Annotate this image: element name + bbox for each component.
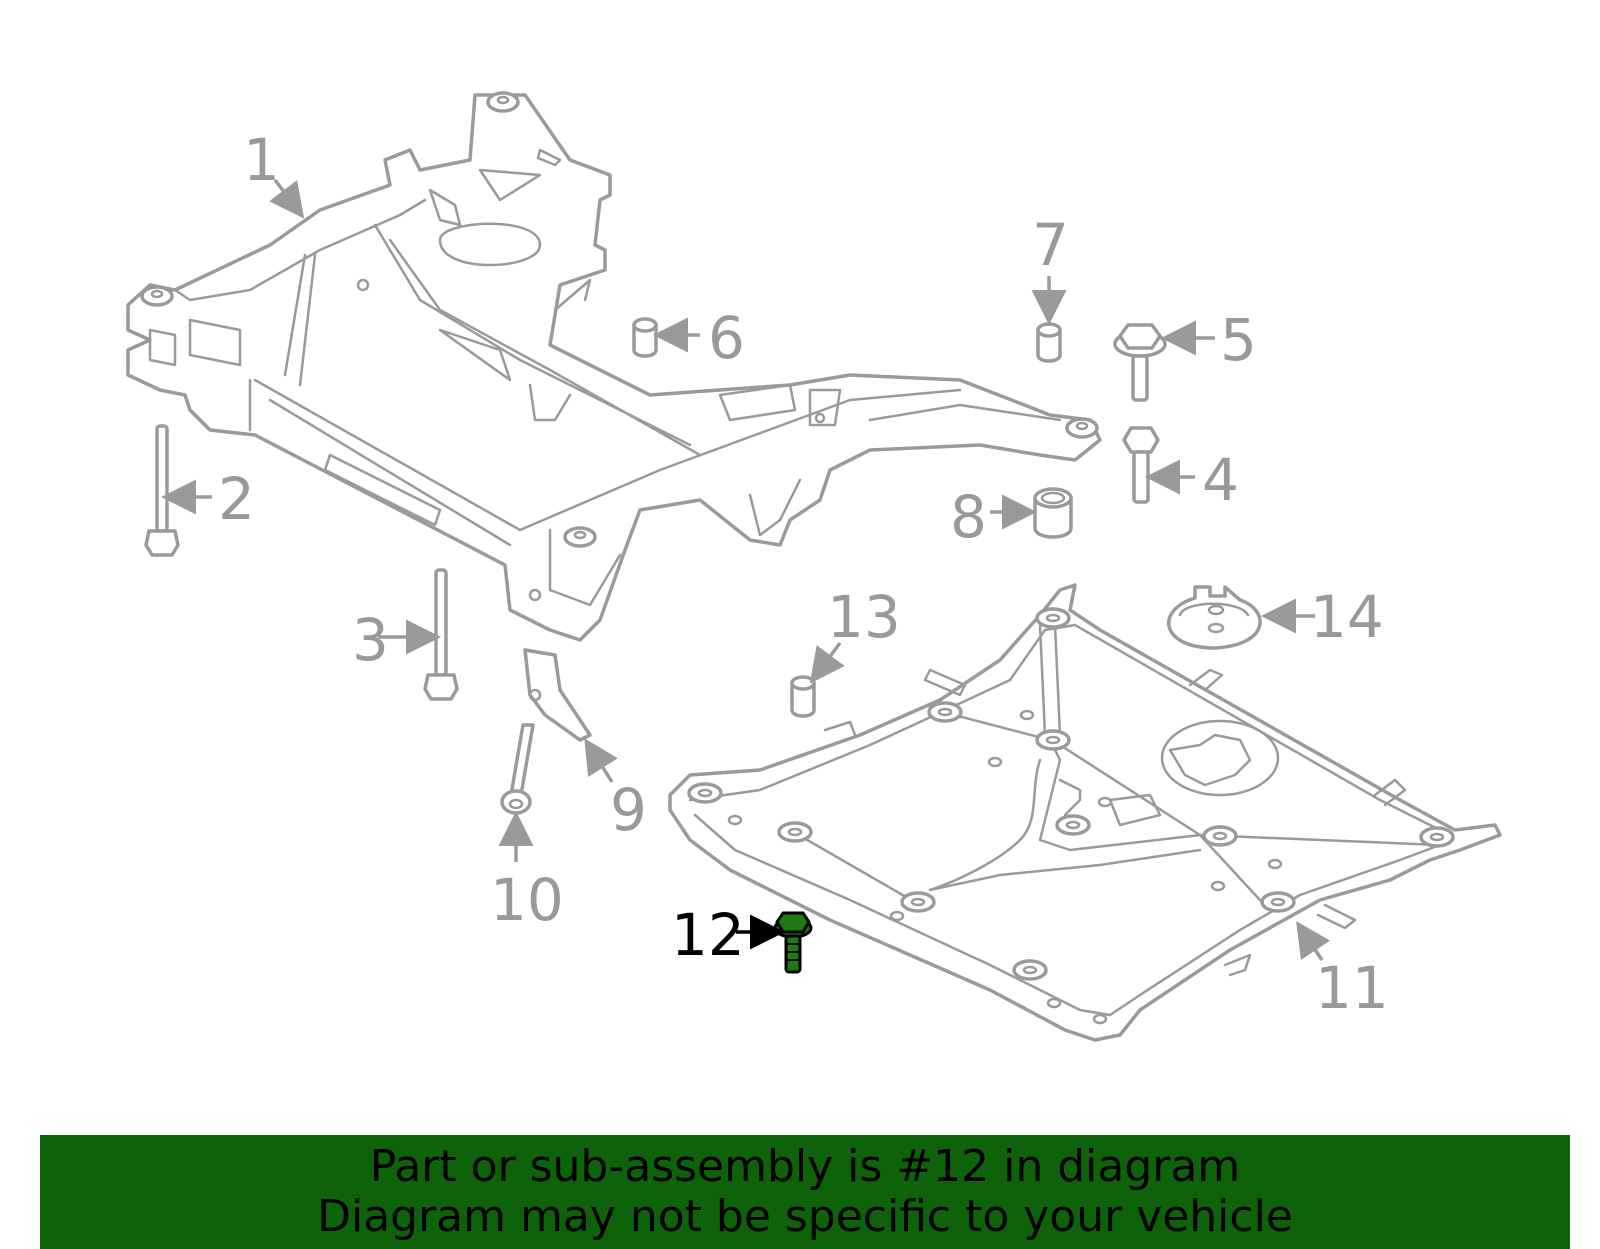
callout-8: 8 [950, 483, 987, 551]
bolt-part-3 [423, 568, 459, 701]
callout-10: 10 [490, 866, 564, 934]
bushing-part-13 [790, 675, 816, 718]
bolt-part-10 [500, 723, 535, 815]
callout-3: 3 [352, 606, 389, 674]
skid-plate-part-11 [668, 583, 1502, 1042]
callout-labels: 1 2 3 4 5 6 7 8 9 10 11 12 13 14 [218, 126, 1389, 1022]
subframe-part-1 [126, 91, 1102, 642]
bushing-part-6 [632, 317, 658, 358]
bolt-part-5 [1113, 323, 1167, 402]
callout-11: 11 [1315, 954, 1389, 1022]
callout-12[interactable]: 12 [671, 901, 745, 969]
bolt-part-4 [1122, 426, 1160, 504]
callout-14: 14 [1310, 583, 1384, 651]
callout-1: 1 [243, 126, 280, 194]
bolt-part-2 [144, 424, 180, 557]
bushing-part-8 [1033, 487, 1073, 539]
callout-4: 4 [1202, 446, 1239, 514]
info-banner: Part or sub-assembly is #12 in diagram D… [40, 1135, 1570, 1249]
callout-2: 2 [218, 465, 255, 533]
callout-13: 13 [827, 583, 901, 651]
banner-line-disclaimer: Diagram may not be specific to your vehi… [317, 1191, 1293, 1242]
callout-arrows [161, 178, 1331, 961]
plate-part-14 [1167, 585, 1262, 650]
callout-5: 5 [1220, 306, 1257, 374]
bushing-part-7 [1036, 322, 1062, 363]
callout-6: 6 [708, 304, 745, 372]
bracket-part-9 [523, 648, 592, 742]
bolt-part-12-highlighted[interactable] [773, 911, 813, 974]
callout-9: 9 [610, 776, 647, 844]
callout-7: 7 [1032, 211, 1069, 279]
banner-line-part-number: Part or sub-assembly is #12 in diagram [369, 1141, 1241, 1192]
